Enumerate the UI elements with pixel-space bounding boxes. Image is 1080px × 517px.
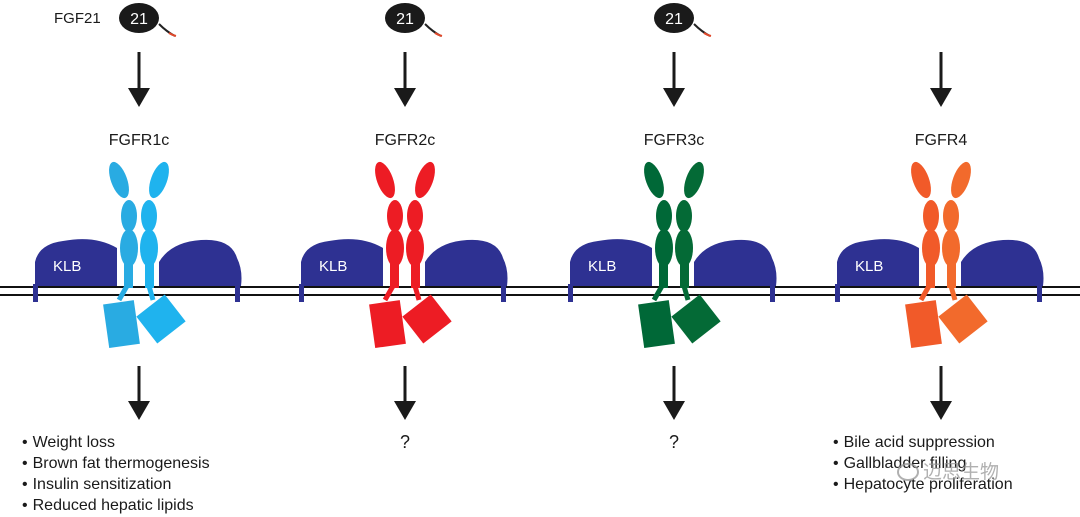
outcome-item: Hepatocyte proliferation (833, 474, 1013, 495)
fgf21-label: FGF21 (54, 10, 101, 27)
panel-fgfr1c: 21 (33, 3, 242, 420)
klb-label: KLB (53, 258, 82, 275)
arrow-down-icon (128, 366, 150, 420)
klb-label: KLB (319, 258, 348, 275)
klb-coreceptor (568, 239, 777, 302)
fgf21-ligand-icon: 21 (385, 3, 443, 37)
receptor-label: FGFR2c (374, 132, 436, 149)
arrow-down-icon (394, 366, 416, 420)
outcome-item: Weight loss (22, 432, 210, 453)
outcome-item: Brown fat thermogenesis (22, 453, 210, 474)
fgf21-ligand-icon: 21 (119, 3, 177, 37)
ligand-badge-label: 21 (665, 11, 683, 28)
receptor-label: FGFR3c (643, 132, 705, 149)
arrow-down-icon (394, 52, 416, 107)
klb-label: KLB (855, 258, 884, 275)
klb-label: KLB (588, 258, 617, 275)
outcome-item: Bile acid suppression (833, 432, 1013, 453)
arrow-down-icon (128, 52, 150, 107)
arrow-down-icon (930, 52, 952, 107)
receptor-dimer (638, 161, 721, 349)
receptor-label: FGFR4 (914, 132, 968, 149)
wechat-logo-icon (897, 463, 919, 481)
panel-fgfr2c: 21 (299, 3, 508, 420)
klb-coreceptor (33, 239, 242, 302)
receptor-dimer (103, 161, 186, 349)
receptor-label: FGFR1c (108, 132, 170, 149)
outcome-list: Bile acid suppressionGallbladder filling… (833, 432, 1013, 495)
receptor-dimer (905, 161, 988, 349)
unknown-outcome: ? (668, 432, 680, 452)
panel-fgfr4 (835, 52, 1044, 420)
receptor-dimer (369, 161, 452, 349)
unknown-outcome: ? (399, 432, 411, 452)
ligand-badge-label: 21 (130, 11, 148, 28)
outcome-item: Insulin sensitization (22, 474, 210, 495)
arrow-down-icon (663, 366, 685, 420)
watermark: 迈思生物 (897, 457, 999, 484)
klb-coreceptor (299, 239, 508, 302)
panel-fgfr3c: 21 (568, 3, 777, 420)
outcome-list: Weight lossBrown fat thermogenesisInsuli… (22, 432, 210, 516)
fgf21-ligand-icon: 21 (654, 3, 712, 37)
arrow-down-icon (663, 52, 685, 107)
ligand-badge-label: 21 (396, 11, 414, 28)
klb-coreceptor (835, 239, 1044, 302)
arrow-down-icon (930, 366, 952, 420)
outcome-item: Reduced hepatic lipids (22, 495, 210, 516)
